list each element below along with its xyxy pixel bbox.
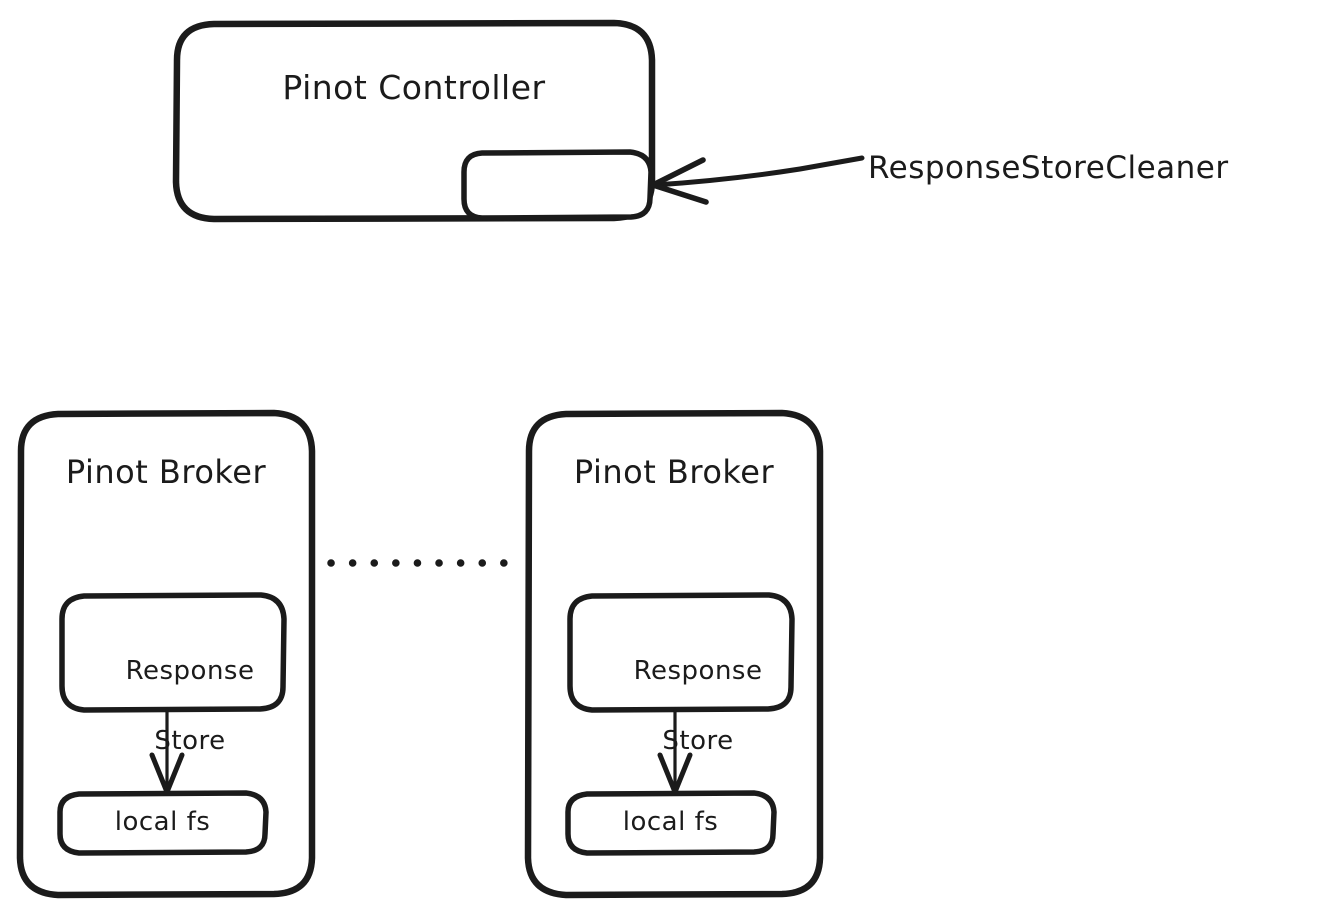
response-store-box-left[interactable]: [59, 592, 287, 713]
response-store-label-left: Response Store: [62, 619, 283, 794]
pinot-controller-label: Pinot Controller: [282, 68, 546, 107]
pinot-broker-left-node[interactable]: [16, 409, 316, 899]
response-store-cleaner-node[interactable]: [461, 149, 654, 221]
local-fs-label-right: local fs: [622, 807, 719, 837]
response-store-label-left-line2: Store: [154, 726, 226, 756]
response-store-label-left-line1: Response: [125, 656, 255, 686]
pinot-broker-left-label: Pinot Broker: [65, 453, 267, 491]
response-store-label-right-line1: Response: [633, 656, 763, 686]
response-store-cleaner-callout-label: ResponseStoreCleaner: [868, 150, 1229, 186]
pinot-broker-right-node[interactable]: [524, 409, 824, 899]
response-store-box-right[interactable]: [567, 592, 795, 713]
response-store-cleaner-box[interactable]: [461, 149, 654, 221]
local-fs-label-left: local fs: [114, 807, 211, 837]
local-fs-box-right[interactable]: [565, 790, 777, 856]
response-store-label-right: Response Store: [570, 619, 791, 794]
callout-arrow-line: [652, 155, 865, 188]
local-fs-box-left[interactable]: [57, 790, 269, 856]
response-store-cleaner-callout-arrow: [650, 155, 865, 205]
pinot-broker-right-label: Pinot Broker: [573, 453, 775, 491]
callout-arrow-head: [650, 157, 709, 205]
response-store-label-right-line2: Store: [662, 726, 734, 756]
